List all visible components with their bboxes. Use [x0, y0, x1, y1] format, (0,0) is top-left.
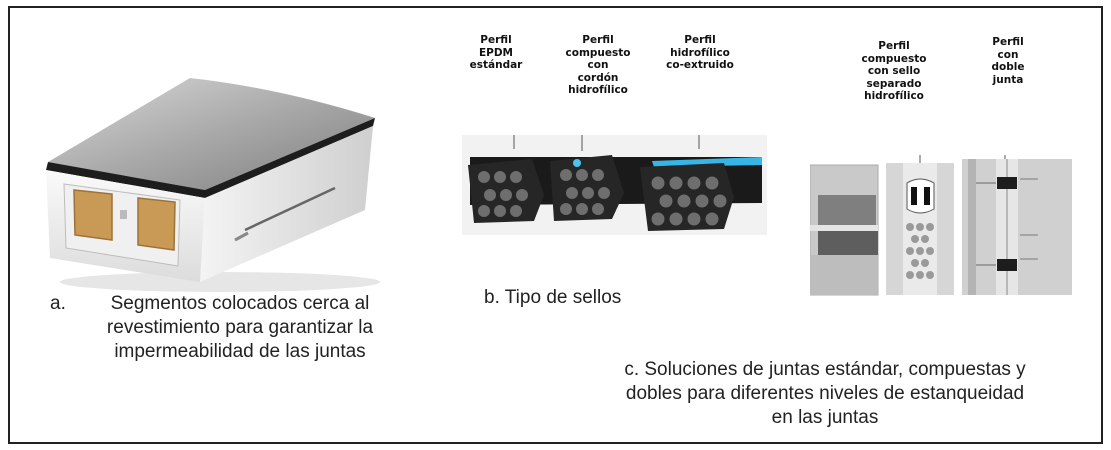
caption-a-letter: a. [50, 293, 66, 314]
label-line: con [997, 48, 1019, 61]
caption-c-line: en las juntas [771, 407, 879, 428]
label-line: junta [992, 73, 1024, 86]
profile-label-coextruded: Perfil hidrofílico co-extruido [660, 34, 740, 72]
label-line: con sello [867, 65, 921, 77]
caption-a-line: revestimiento para garantizar la [106, 317, 374, 338]
tunnel-segment-image [46, 78, 380, 292]
label-line: con [587, 59, 609, 71]
caption-c-line: dobles para diferentes niveles de estanq… [625, 383, 1025, 404]
label-line: cordón [577, 71, 619, 84]
caption-c: c. Soluciones de juntas estándar, compue… [590, 358, 1060, 430]
profile-label-epdm: Perfil EPDM estándar [466, 34, 526, 72]
label-line: separado [866, 77, 922, 90]
profile-label-separated-seal: Perfil compuesto con sello separado hidr… [850, 40, 938, 103]
label-line: compuesto [861, 52, 927, 65]
label-line: Perfil [992, 36, 1024, 48]
caption-c-line: c. Soluciones de juntas estándar, compue… [624, 359, 1026, 380]
label-line: co-extruido [666, 59, 734, 71]
label-line: hidrofílico [568, 84, 628, 96]
label-line: estándar [469, 59, 523, 71]
seal-profiles-image [462, 135, 767, 235]
caption-a-line: Segmentos colocados cerca al [110, 293, 370, 314]
label-line: compuesto [565, 46, 631, 59]
label-line: Perfil [480, 34, 512, 46]
label-line: Perfil [582, 34, 614, 46]
label-line: hidrofílico [864, 90, 924, 102]
label-line: Perfil [684, 34, 716, 46]
profile-label-double-joint: Perfil con doble junta [978, 36, 1038, 86]
caption-a-line: impermeabilidad de las juntas [114, 341, 366, 362]
caption-b: b. Tipo de sellos [484, 287, 622, 308]
label-line: doble [991, 61, 1025, 73]
joint-solutions-image [810, 155, 1072, 296]
caption-a: Segmentos colocados cerca al revestimien… [85, 292, 395, 364]
label-line: hidrofílico [670, 46, 730, 59]
label-line: Perfil [878, 40, 910, 52]
label-line: EPDM [478, 46, 514, 59]
profile-label-compound-cord: Perfil compuesto con cordón hidrofílico [558, 34, 638, 97]
